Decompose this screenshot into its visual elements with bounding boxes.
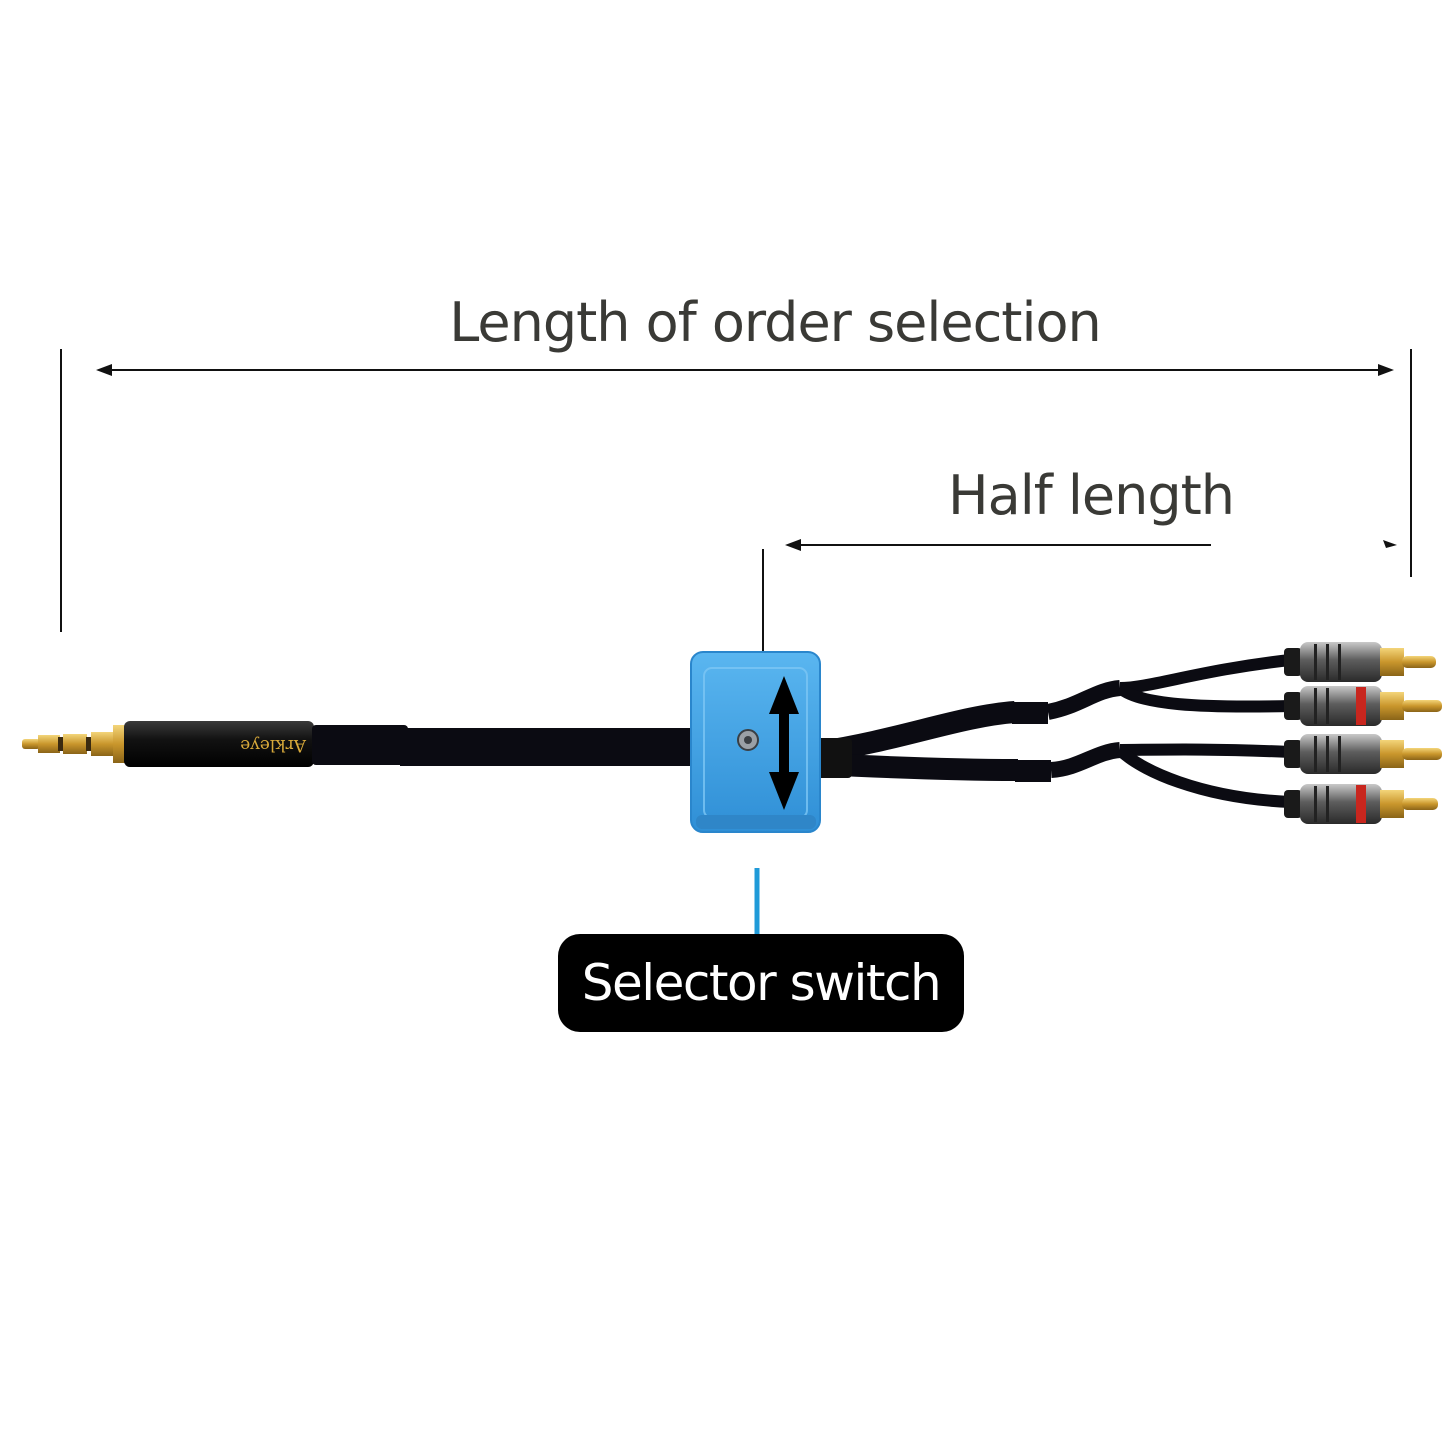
main-cable [400,728,700,766]
double-arrow-icon [769,676,799,810]
jack-barrel [124,721,314,767]
jack-brand-text: Arkleye [240,735,307,755]
jack-ring-2 [63,734,87,754]
switch-collar [814,738,852,778]
half-length-dimension [762,539,1397,651]
rca-plug-4 [1284,784,1438,824]
total-length-label: Length of order selection [449,291,1102,354]
rca-plug-1 [1284,642,1436,682]
half-length-label: Half length [948,464,1235,527]
total-length-dimension [60,349,1412,632]
jack-ring-1 [38,735,60,753]
split-cables [818,654,1291,808]
jack-sleeve [91,732,115,756]
rca-plug-3 [1284,734,1442,774]
toggle-knob [737,729,759,751]
selector-switch-callout: Selector switch [558,934,964,1032]
rca-plug-2 [1284,686,1442,726]
jack-plug: Arkleye [22,721,408,767]
jack-tip [22,739,40,749]
